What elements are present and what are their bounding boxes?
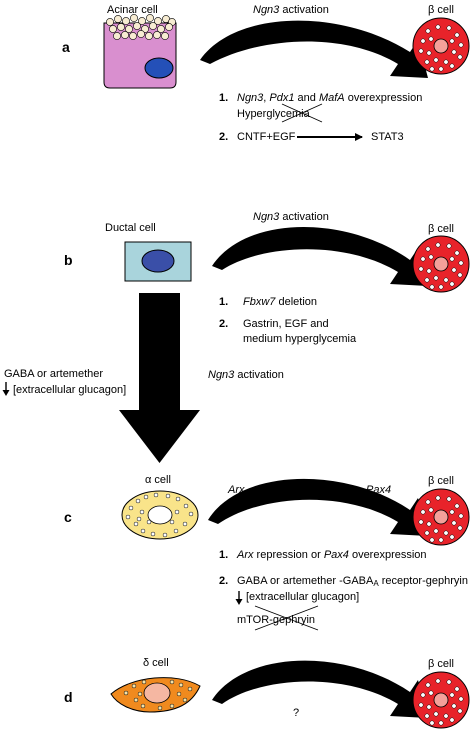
arrow-c-arx-label: Arx: [227, 484, 245, 496]
b-item1-text: Fbxw7 deletion: [243, 296, 317, 308]
b-item2-number: 2.: [219, 318, 228, 330]
c-item2-number: 2.: [219, 575, 228, 587]
panel-b-label: b: [64, 252, 73, 268]
arrow-c-pax4-label: Pax4: [366, 484, 391, 496]
c-item1-number: 1.: [219, 549, 228, 561]
acinar-cell: [103, 14, 177, 89]
acinar-granules: [106, 14, 176, 40]
acinar-cell-label: Acinar cell: [107, 4, 158, 16]
a-item2-left: CNTF+EGF: [237, 131, 296, 143]
beta-cell-d-label: β cell: [428, 658, 454, 670]
down-arrow-small-icon-c: [235, 591, 243, 605]
delta-cell-label: δ cell: [143, 657, 169, 669]
side-gaba-text: GABA or artemether: [4, 368, 103, 380]
delta-nucleus: [143, 682, 171, 704]
ductal-cell: [124, 241, 192, 282]
beta-cell-c-label: β cell: [428, 475, 454, 487]
a-hyperglycemia-crossout: [281, 103, 323, 123]
beta-cell-b-label: β cell: [428, 223, 454, 235]
c-item2-mtor: mTOR-gephryin: [237, 614, 315, 626]
panel-a-label: a: [62, 39, 70, 55]
b-item1-number: 1.: [219, 296, 228, 308]
b-item2-line1: Gastrin, EGF and: [243, 318, 329, 330]
a-item1-number: 1.: [219, 92, 228, 104]
ductal-cell-label: Ductal cell: [105, 222, 156, 234]
a-item1-text: Ngn3, Pdx1 and MafA overexpression: [237, 92, 422, 104]
c-item2-line1: GABA or artemether -GABAA receptor-gephr…: [237, 575, 468, 588]
a-item2-number: 2.: [219, 131, 228, 143]
alpha-cell: [121, 490, 199, 540]
arrow-d-question: ?: [293, 707, 299, 719]
beta-cell-a-label: β cell: [428, 4, 454, 16]
a-item2-right: STAT3: [371, 131, 404, 143]
beta-cell-a: [412, 17, 470, 75]
panel-d-label: d: [64, 689, 73, 705]
c-item2-line2: [extracellular glucagon]: [246, 591, 359, 603]
arrow-b-curved: [212, 226, 428, 286]
beta-cell-b: [412, 235, 470, 293]
beta-cell-d: [412, 671, 470, 729]
panel-c-label: c: [64, 509, 72, 525]
arrow-b-down: [119, 293, 200, 463]
acinar-nucleus: [144, 57, 174, 79]
side-glucagon-text: [extracellular glucagon]: [13, 384, 126, 396]
alpha-cell-label: α cell: [145, 474, 171, 486]
c-item1-text: Arx repression or Pax4 overexpression: [236, 549, 427, 561]
arrow-a-curved: [200, 20, 428, 78]
down-arrow-small-icon: [2, 382, 10, 396]
delta-cell: [110, 677, 201, 713]
arrow-d-curved: [212, 660, 428, 718]
b-item2-line2: medium hyperglycemia: [243, 333, 357, 345]
down-arrow-label: Ngn3 activation: [208, 369, 284, 381]
ductal-nucleus: [141, 249, 175, 273]
c-mtor-crossout: [254, 605, 319, 631]
arrow-b-label: Ngn3 activation: [253, 211, 329, 223]
arrow-a-label: Ngn3 activation: [253, 4, 329, 16]
arrow-c-curved: [208, 478, 428, 536]
beta-cell-c: [412, 488, 470, 546]
